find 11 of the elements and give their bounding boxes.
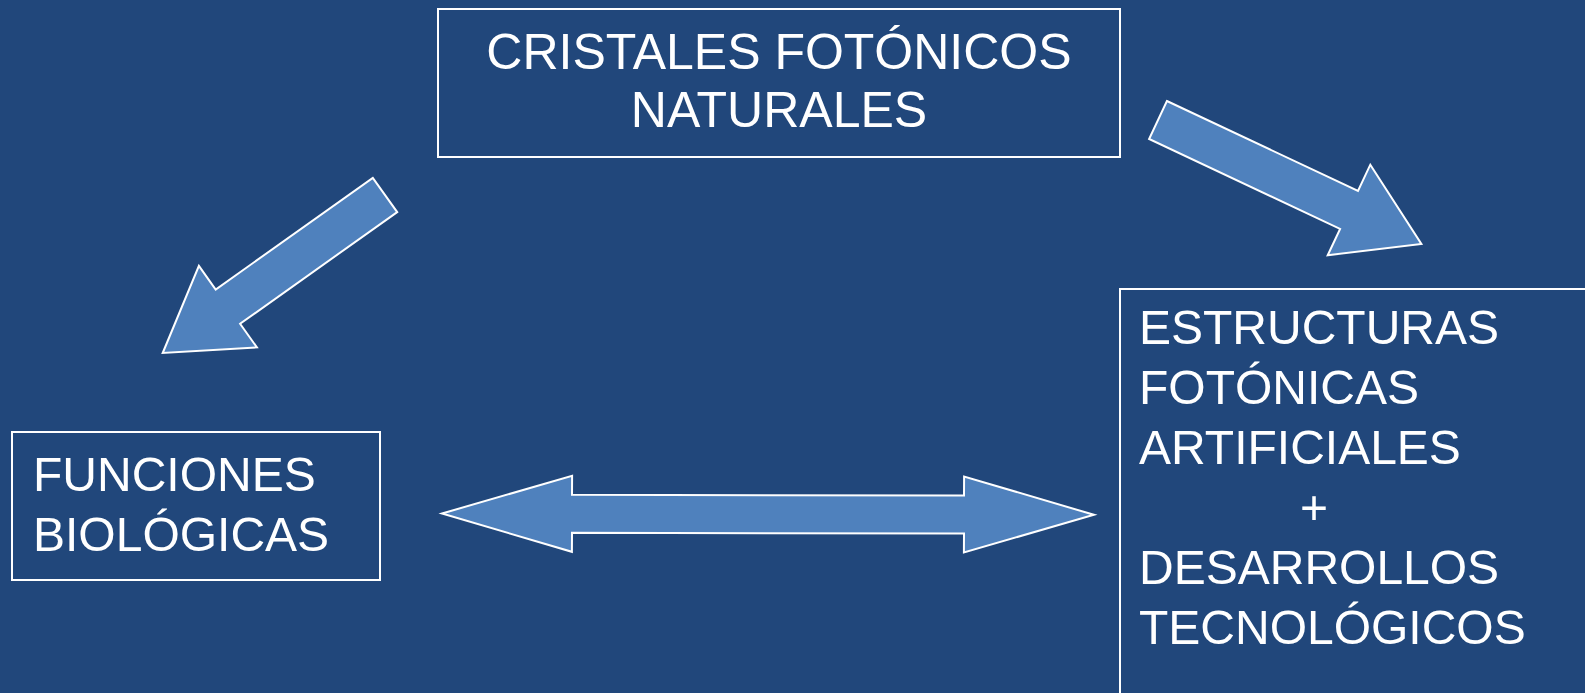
box-label: DESARROLLOS TECNOLÓGICOS: [1139, 540, 1527, 656]
box-label: +: [1299, 480, 1329, 536]
block-arrow: [161, 176, 399, 355]
block-arrow: [1147, 99, 1424, 257]
text-box: [11, 431, 381, 581]
box-label: ESTRUCTURAS FOTÓNICAS ARTIFICIALES: [1139, 300, 1501, 476]
text-box: [437, 8, 1121, 158]
box-label: FUNCIONES BIOLÓGICAS: [33, 447, 331, 563]
double-block-arrow: [438, 474, 1098, 554]
box-label: CRISTALES FOTÓNICOS NATURALES: [485, 24, 1073, 139]
text-box: [1119, 288, 1585, 693]
